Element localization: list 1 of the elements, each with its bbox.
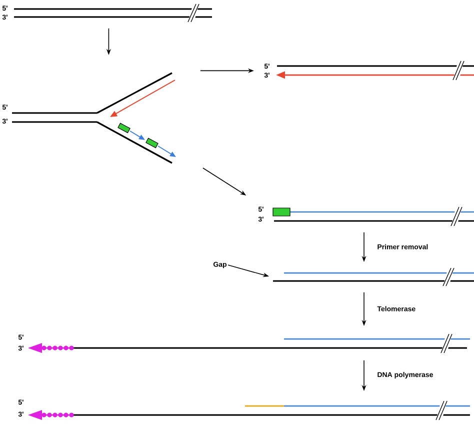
gapped-strand-drawing bbox=[273, 268, 474, 286]
